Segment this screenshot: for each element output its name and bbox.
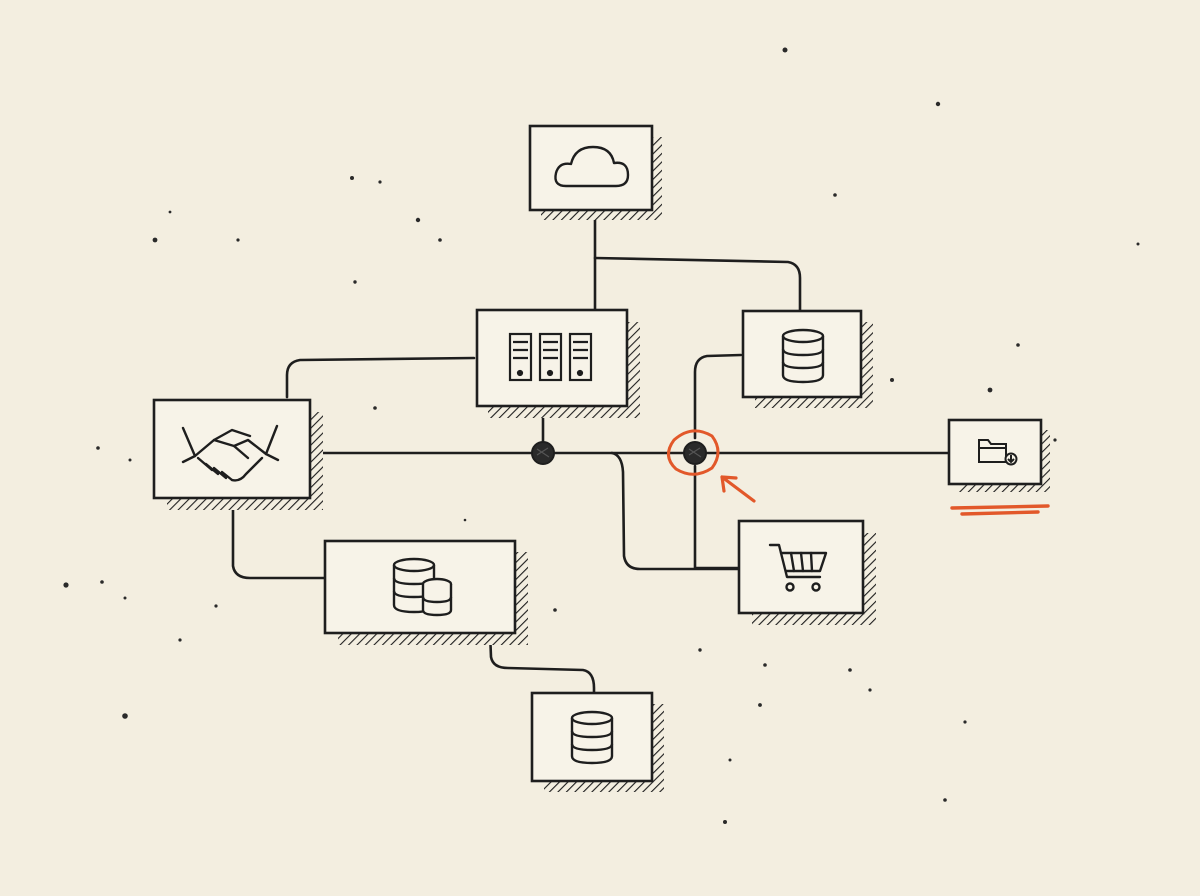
node-db-bottom[interactable] <box>530 691 664 792</box>
highlight-annotation <box>667 429 1050 516</box>
folder-sync-icon <box>978 439 1018 466</box>
arrow-icon <box>720 475 756 503</box>
node-folder-sync[interactable] <box>947 418 1050 492</box>
node-db-top-right[interactable] <box>741 309 873 408</box>
connections <box>231 210 950 694</box>
node-shop[interactable] <box>737 519 876 625</box>
database-icon <box>570 710 614 765</box>
node-partner[interactable] <box>152 398 323 510</box>
link-junction-2-shop <box>693 464 740 570</box>
link-server-partner <box>285 356 476 399</box>
cloud-icon <box>554 145 630 188</box>
database-stack-icon <box>392 557 453 617</box>
shopping-cart-icon <box>768 543 828 592</box>
underline-mark <box>950 504 1050 516</box>
node-server-rack[interactable] <box>475 308 640 418</box>
link-junction-1-shop <box>610 451 740 571</box>
paper-speckles <box>63 47 1140 824</box>
highlight-circle <box>667 429 720 476</box>
link-storage-db-bottom <box>488 630 596 694</box>
node-cloud[interactable] <box>528 124 662 220</box>
link-cloud-db-top-right <box>593 256 802 312</box>
link-partner-storage <box>231 498 326 580</box>
server-rack-icon <box>508 332 593 382</box>
link-junction-2-db-top-right <box>693 353 743 440</box>
database-icon <box>781 328 825 384</box>
junction-dot-2[interactable] <box>683 441 707 465</box>
handshake-icon <box>181 424 280 482</box>
junction-dot-1[interactable] <box>531 441 555 465</box>
